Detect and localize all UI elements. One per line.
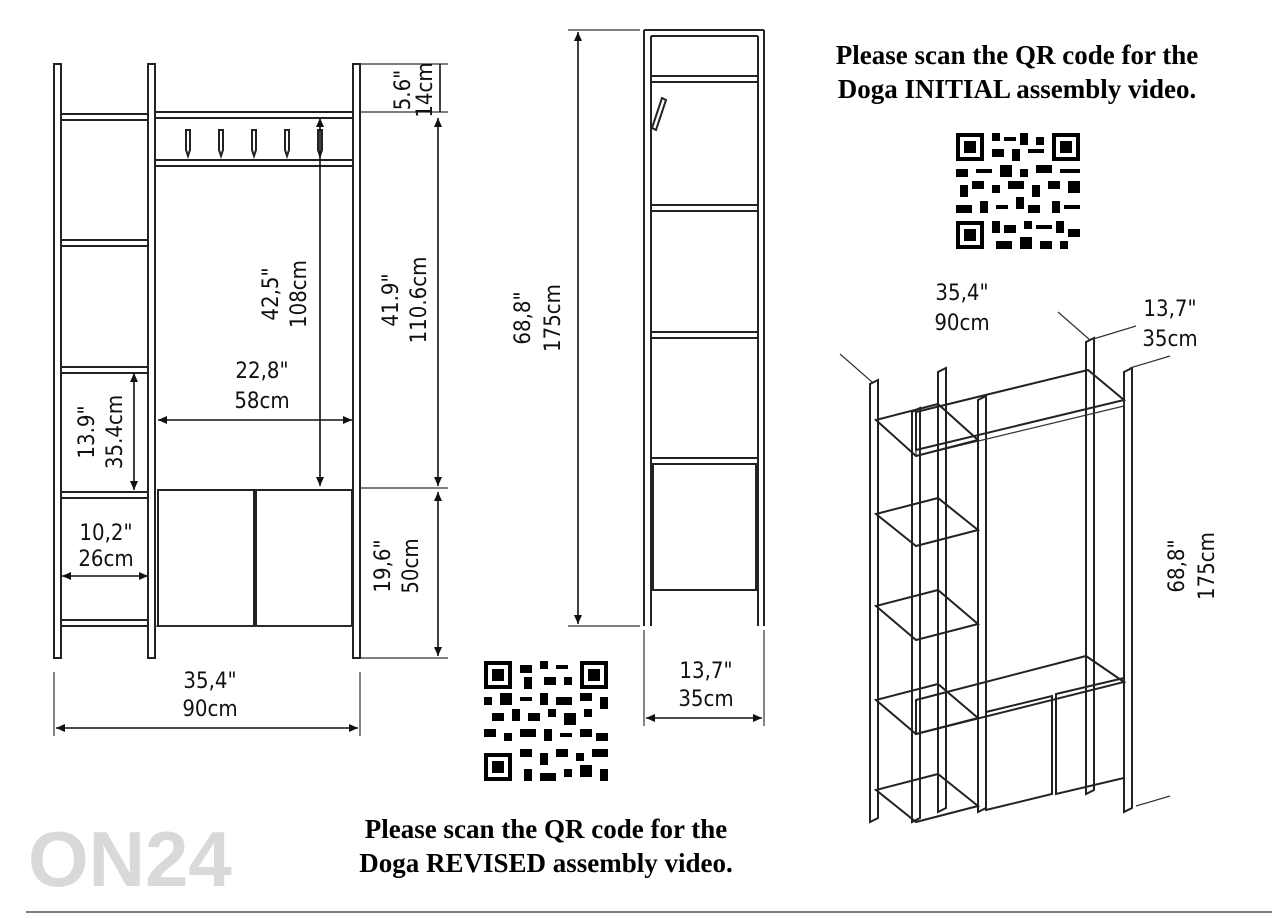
dim-iso-depth-cm: 35cm xyxy=(1142,327,1197,352)
dim-cabinet-height-in: 19,6" xyxy=(371,539,396,592)
dim-total-width-cm: 90cm xyxy=(182,697,237,722)
dim-side-depth-in: 13,7" xyxy=(679,659,732,684)
isometric-view: 35,4" 90cm 13,7" 35cm 68,8" 175cm xyxy=(839,281,1220,824)
initial-notice-line-2: Doga INITIAL assembly video. xyxy=(837,74,1197,104)
dim-iso-depth-in: 13,7" xyxy=(1143,297,1196,322)
revised-notice-line-1: Please scan the QR code for the xyxy=(364,814,728,844)
initial-assembly-qr-code[interactable] xyxy=(956,132,1080,250)
dim-total-width-in: 35,4" xyxy=(183,669,236,694)
coat-hooks xyxy=(185,129,323,160)
dim-open-height-cm: 110.6cm xyxy=(407,257,432,344)
dim-open-height-in: 41.9" xyxy=(379,273,404,326)
dim-cabinet-height-cm: 50cm xyxy=(399,538,424,593)
watermark-logo: ON24 xyxy=(28,815,232,903)
dim-iso-width-cm: 90cm xyxy=(934,311,989,336)
dim-hook-height-cm: 108cm xyxy=(287,260,312,328)
revised-assembly-qr-code[interactable] xyxy=(484,660,608,782)
revised-notice-line-2: Doga REVISED assembly video. xyxy=(359,848,733,878)
revised-video-notice: Please scan the QR code for the Doga REV… xyxy=(316,812,776,880)
dim-inner-width-in: 22,8" xyxy=(235,359,288,384)
dim-side-width-cm: 26cm xyxy=(78,547,133,572)
dim-top-gap-in: 5.6" xyxy=(391,70,416,111)
dim-shelf-gap-cm: 35.4cm xyxy=(103,395,128,469)
front-view: 5.6" 14cm 41.9" 110.6cm 42,5" 108cm 22,8… xyxy=(53,62,448,736)
dim-hook-height-in: 42,5" xyxy=(259,267,284,320)
dim-inner-width-cm: 58cm xyxy=(234,389,289,414)
dim-iso-width-in: 35,4" xyxy=(935,281,988,306)
initial-notice-line-1: Please scan the QR code for the xyxy=(835,40,1199,70)
dim-iso-height-in: 68,8" xyxy=(1165,539,1190,592)
dim-side-depth-cm: 35cm xyxy=(678,687,733,712)
initial-video-notice: Please scan the QR code for the Doga INI… xyxy=(792,38,1242,106)
dim-side-width-in: 10,2" xyxy=(79,521,132,546)
dim-side-height-in: 68,8" xyxy=(511,291,536,344)
side-view: 68,8" 175cm 13,7" 35cm xyxy=(511,29,765,726)
dim-top-gap-cm: 14cm xyxy=(413,62,438,117)
dim-shelf-gap-in: 13.9" xyxy=(75,405,100,458)
dim-side-height-cm: 175cm xyxy=(541,284,566,352)
dim-iso-height-cm: 175cm xyxy=(1195,532,1220,600)
